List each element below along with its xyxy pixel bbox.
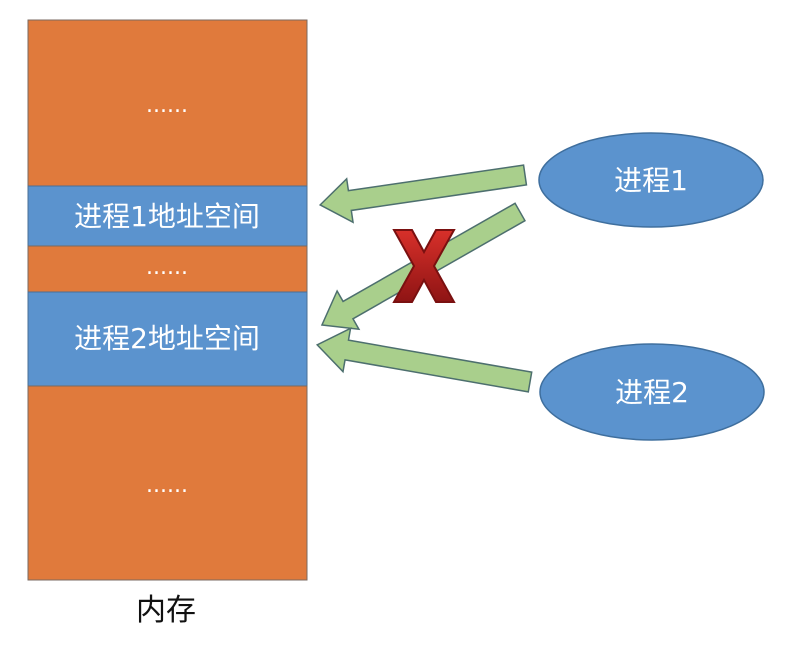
process1-label: 进程1 xyxy=(614,164,688,197)
segment-label: ...... xyxy=(146,473,188,498)
process1-node: 进程1 xyxy=(538,132,764,228)
segment-label: 进程2地址空间 xyxy=(74,322,260,355)
memory-segment-process1 xyxy=(27,185,308,247)
memory-block: ...... 进程1地址空间 ...... 进程2地址空间 ...... xyxy=(27,19,308,581)
arrow-process2-to-space2 xyxy=(315,327,533,393)
memory-segment-other-middle xyxy=(27,245,308,293)
memory-segment-other-top xyxy=(27,19,308,187)
memory-segment-other-bottom xyxy=(27,385,308,581)
segment-label: ...... xyxy=(146,255,188,280)
memory-label: 内存 xyxy=(136,593,196,628)
memory-segment-process2 xyxy=(27,291,308,387)
denied-cross-icon xyxy=(392,229,456,303)
arrow-process1-to-space1 xyxy=(318,164,528,224)
process2-label: 进程2 xyxy=(615,376,689,409)
segment-label: 进程1地址空间 xyxy=(74,200,260,233)
process2-node: 进程2 xyxy=(539,343,765,441)
segment-label: ...... xyxy=(146,93,188,118)
